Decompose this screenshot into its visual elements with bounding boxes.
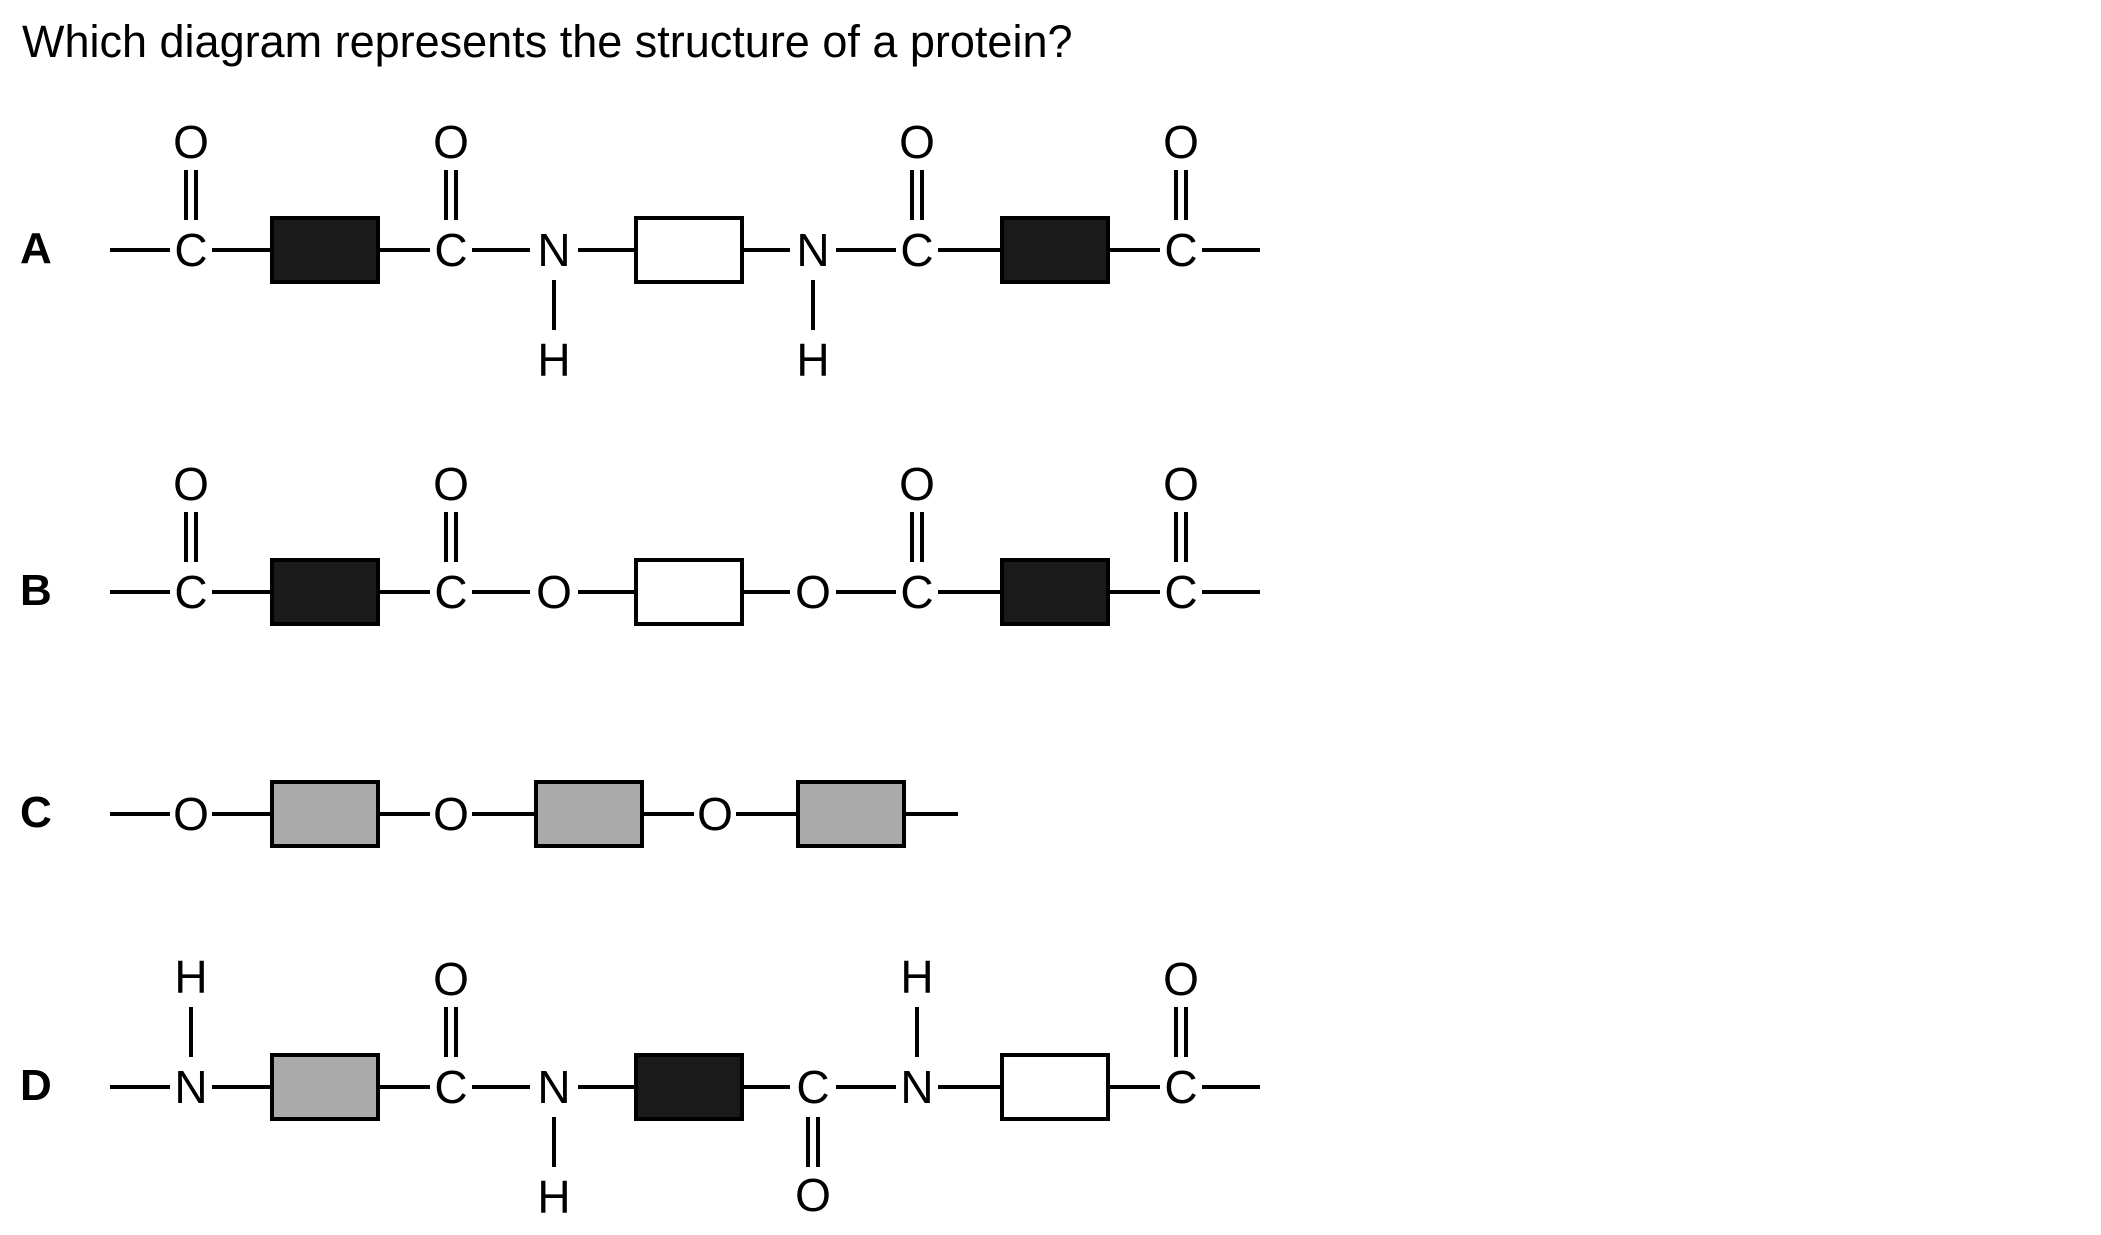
grey-box-residue bbox=[270, 780, 380, 848]
carbon-atom-label: C bbox=[796, 1061, 829, 1113]
hydrogen-atom-label: H bbox=[900, 951, 933, 1003]
oxygen-atom-label: O bbox=[173, 458, 209, 510]
hydrogen-atom-label: H bbox=[174, 951, 207, 1003]
hydrogen-atom-label: H bbox=[537, 1171, 570, 1223]
carbon-atom-label: C bbox=[174, 566, 207, 618]
carbon-atom-label: C bbox=[434, 1061, 467, 1113]
carbon-atom-label: C bbox=[174, 224, 207, 276]
oxygen-atom-label: O bbox=[433, 458, 469, 510]
carbon-atom-label: C bbox=[434, 224, 467, 276]
carbon-atom-label: C bbox=[900, 566, 933, 618]
oxygen-atom-label: O bbox=[795, 566, 831, 618]
oxygen-atom-label: O bbox=[1163, 116, 1199, 168]
nitrogen-atom-label: N bbox=[796, 224, 829, 276]
oxygen-atom-label: O bbox=[433, 953, 469, 1005]
nitrogen-atom-label: N bbox=[537, 224, 570, 276]
carbon-atom-label: C bbox=[434, 566, 467, 618]
grey-box-residue bbox=[796, 780, 906, 848]
grey-box-residue bbox=[534, 780, 644, 848]
hydrogen-atom-label: H bbox=[537, 334, 570, 386]
white-box-residue bbox=[634, 216, 744, 284]
black-box-residue bbox=[270, 558, 380, 626]
oxygen-atom-label: O bbox=[697, 788, 733, 840]
question-text: Which diagram represents the structure o… bbox=[22, 16, 1073, 67]
hydrogen-atom-label: H bbox=[796, 334, 829, 386]
oxygen-atom-label: O bbox=[1163, 953, 1199, 1005]
carbon-atom-label: C bbox=[1164, 1061, 1197, 1113]
black-box-residue bbox=[634, 1053, 744, 1121]
oxygen-atom-label: O bbox=[173, 788, 209, 840]
oxygen-atom-label: O bbox=[899, 458, 935, 510]
oxygen-atom-label: O bbox=[433, 788, 469, 840]
oxygen-atom-label: O bbox=[1163, 458, 1199, 510]
black-box-residue bbox=[1000, 216, 1110, 284]
black-box-residue bbox=[270, 216, 380, 284]
oxygen-atom-label: O bbox=[173, 116, 209, 168]
option-label-c: C bbox=[20, 788, 52, 837]
oxygen-atom-label: O bbox=[536, 566, 572, 618]
oxygen-atom-label: O bbox=[899, 116, 935, 168]
black-box-residue bbox=[1000, 558, 1110, 626]
carbon-atom-label: C bbox=[1164, 224, 1197, 276]
carbon-atom-label: C bbox=[1164, 566, 1197, 618]
nitrogen-atom-label: N bbox=[174, 1061, 207, 1113]
oxygen-atom-label: O bbox=[433, 116, 469, 168]
grey-box-residue bbox=[270, 1053, 380, 1121]
option-label-d: D bbox=[20, 1061, 52, 1110]
option-label-b: B bbox=[20, 566, 52, 615]
white-box-residue bbox=[1000, 1053, 1110, 1121]
white-box-residue bbox=[634, 558, 744, 626]
carbon-atom-label: C bbox=[900, 224, 933, 276]
oxygen-atom-label: O bbox=[795, 1169, 831, 1221]
nitrogen-atom-label: N bbox=[537, 1061, 570, 1113]
nitrogen-atom-label: N bbox=[900, 1061, 933, 1113]
option-label-a: A bbox=[20, 224, 52, 273]
